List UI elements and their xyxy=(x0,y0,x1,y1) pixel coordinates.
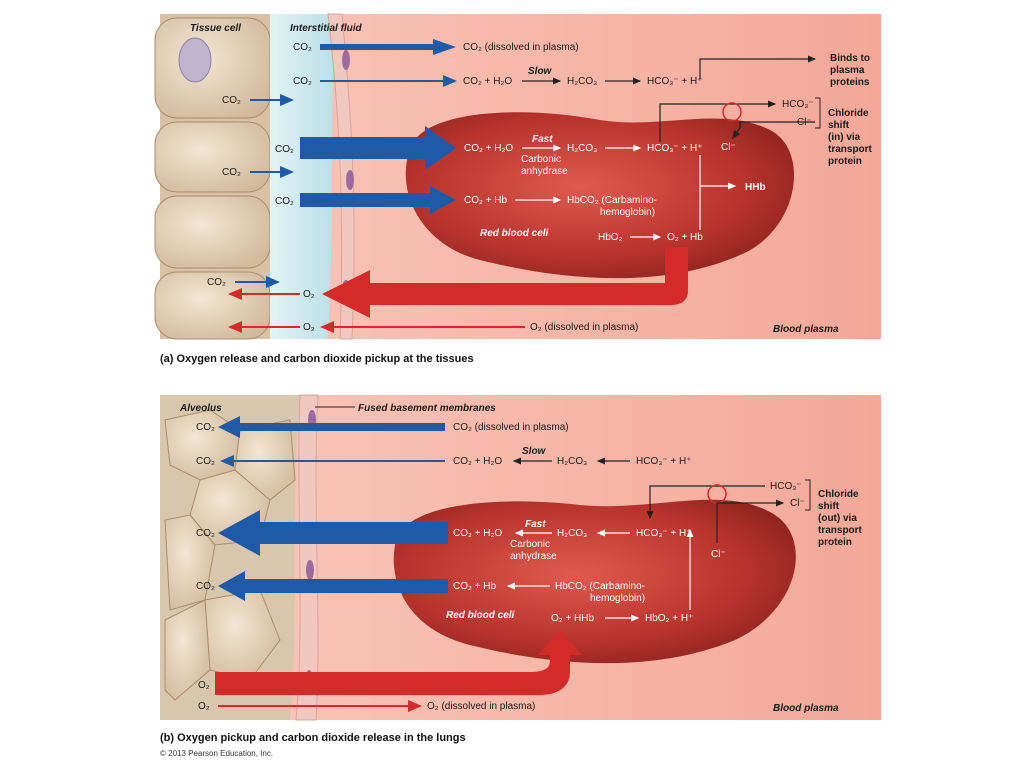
o2-dissolved-label: O₂ (dissolved in plasma) xyxy=(427,701,535,712)
copyright-text: © 2013 Pearson Education, Inc. xyxy=(160,749,273,758)
chloride-label-2: shift xyxy=(818,501,840,512)
panel-a: Tissue cell Interstitial fluid CO₂ CO₂ (… xyxy=(154,13,881,340)
tissue-cells xyxy=(154,14,280,340)
hbco2-label-2: hemoglobin) xyxy=(590,593,645,604)
co2-label: CO₂ xyxy=(275,144,294,155)
co2-label: CO₂ xyxy=(196,456,215,467)
o2-pickup-arrow xyxy=(215,630,582,695)
cl-label: Cl⁻ xyxy=(711,549,726,560)
panel-b: Alveolus Fused basement membranes CO₂ CO… xyxy=(160,394,881,721)
co2-label: CO₂ xyxy=(222,167,241,178)
co2-label: CO₂ xyxy=(293,42,312,53)
cl-label: Cl⁻ xyxy=(797,117,812,128)
h2co3-label: H₂CO₃ xyxy=(557,456,587,467)
o2-hhb-label: O₂ + HHb xyxy=(551,613,595,624)
chloride-label-1: Chloride xyxy=(818,489,859,500)
hco3-h-label: HCO₃⁻ + H⁺ xyxy=(636,456,691,467)
o2-hb-label: O₂ + Hb xyxy=(667,232,703,243)
binds-label-2: plasma xyxy=(830,65,865,76)
o2-label: O₂ xyxy=(198,680,210,691)
co2-release-arrow xyxy=(218,416,445,438)
red-blood-cell-a xyxy=(405,112,794,279)
slow-label: Slow xyxy=(522,446,547,457)
co2-label: CO₂ xyxy=(196,581,215,592)
blood-plasma-label: Blood plasma xyxy=(773,324,839,335)
hco3-h-label: HCO₃⁻ + H⁺ xyxy=(647,143,702,154)
hbco2-label-2: hemoglobin) xyxy=(600,207,655,218)
caption-a: (a) Oxygen release and carbon dioxide pi… xyxy=(160,353,474,365)
red-blood-cell-label: Red blood cell xyxy=(446,610,515,621)
carbonic-label-2: anhydrase xyxy=(521,166,568,177)
binds-label-3: proteins xyxy=(830,77,870,88)
tissue-cell-label: Tissue cell xyxy=(190,23,241,34)
co2-label: CO₂ xyxy=(275,196,294,207)
red-blood-cell-label: Red blood cell xyxy=(480,228,549,239)
hhb-label: HHb xyxy=(745,182,766,193)
co2-label: CO₂ xyxy=(207,277,226,288)
fast-label: Fast xyxy=(532,134,553,145)
o2-release-arrow xyxy=(322,247,688,318)
chloride-label-5: protein xyxy=(828,156,862,167)
hbo2-h-label: HbO₂ + H⁺ xyxy=(645,613,693,624)
h2co3-label: H₂CO₃ xyxy=(567,76,597,87)
hco3-h-label: HCO₃⁻ + H⁺ xyxy=(636,528,691,539)
o2-dissolved-label: O₂ (dissolved in plasma) xyxy=(530,322,638,333)
fast-label: Fast xyxy=(525,519,546,530)
co2-label: CO₂ xyxy=(293,76,312,87)
chloride-label-4: transport xyxy=(818,525,863,536)
co2-h2o-label: CO₂ + H₂O xyxy=(453,456,502,467)
caption-b: (b) Oxygen pickup and carbon dioxide rel… xyxy=(160,732,466,744)
co2-big-arrow xyxy=(218,510,448,556)
hbo2-label: HbO₂ xyxy=(598,232,623,243)
transport-protein-icon xyxy=(722,102,742,122)
slow-label: Slow xyxy=(528,66,553,77)
co2-label: CO₂ xyxy=(196,528,215,539)
hco3-label: HCO₃⁻ xyxy=(782,99,814,110)
carbonic-label-1: Carbonic xyxy=(521,154,561,165)
hbco2-label-1: HbCO₂ (Carbamino- xyxy=(555,581,645,592)
fused-membranes-label: Fused basement membranes xyxy=(358,403,496,414)
hco3-label: HCO₃⁻ xyxy=(770,481,802,492)
co2-dissolved-label: CO₂ (dissolved in plasma) xyxy=(463,42,579,53)
chloride-label-5: protein xyxy=(818,537,852,548)
chloride-label-4: transport xyxy=(828,144,873,155)
chloride-label-2: shift xyxy=(828,120,850,131)
co2-label: CO₂ xyxy=(222,95,241,106)
h2co3-label: H₂CO₃ xyxy=(557,528,587,539)
co2-h2o-label: CO₂ + H₂O xyxy=(463,76,512,87)
co2-hb-arrow xyxy=(218,571,448,601)
red-blood-cell-b xyxy=(393,499,796,664)
capillary-wall xyxy=(327,13,355,340)
alveolus-label: Alveolus xyxy=(179,403,222,414)
hbco2-label-1: HbCO₂ (Carbamino- xyxy=(567,195,657,206)
o2-label: O₂ xyxy=(198,701,210,712)
co2-big-arrow xyxy=(300,126,456,170)
co2-hb-arrow xyxy=(300,186,456,214)
carbonic-label-1: Carbonic xyxy=(510,539,550,550)
co2-hb-label: CO₂ + Hb xyxy=(453,581,497,592)
interstitial-fluid-label: Interstitial fluid xyxy=(290,23,363,34)
cl-label: Cl⁻ xyxy=(721,142,736,153)
chloride-label-3: (in) via xyxy=(828,132,861,143)
binds-label-1: Binds to xyxy=(830,53,870,64)
fused-basement-membranes xyxy=(295,394,319,721)
h2co3-label: H₂CO₃ xyxy=(567,143,597,154)
co2-hb-label: CO₂ + Hb xyxy=(464,195,508,206)
carbonic-label-2: anhydrase xyxy=(510,551,557,562)
cl-label: Cl⁻ xyxy=(790,498,805,509)
o2-label: O₂ xyxy=(303,289,315,300)
chloride-label-3: (out) via xyxy=(818,513,857,524)
alveolus-tissue xyxy=(160,395,300,720)
co2-label: CO₂ xyxy=(196,422,215,433)
co2-h2o-label: CO₂ + H₂O xyxy=(453,528,502,539)
co2-dissolved-label: CO₂ (dissolved in plasma) xyxy=(453,422,569,433)
hco3-h-label: HCO₃⁻ + H⁺ xyxy=(647,76,702,87)
chloride-label-1: Chloride xyxy=(828,108,869,119)
o2-label: O₂ xyxy=(303,322,315,333)
co2-h2o-label: CO₂ + H₂O xyxy=(464,143,513,154)
blood-plasma-label: Blood plasma xyxy=(773,703,839,714)
